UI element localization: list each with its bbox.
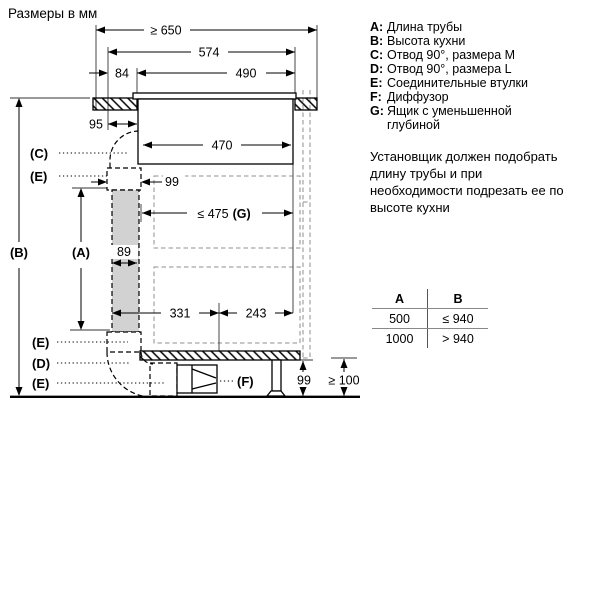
- svg-text:331: 331: [170, 307, 191, 321]
- legend-item-d: D:Отвод 90°, размера L: [370, 62, 512, 76]
- installer-note: Установщик должен подобрать длину трубы …: [370, 148, 600, 216]
- svg-text:243: 243: [246, 307, 267, 321]
- legend-item-a: A:Длина трубы: [370, 20, 463, 34]
- svg-text:490: 490: [236, 67, 257, 81]
- table-row: 500 ≤ 940: [372, 309, 488, 329]
- base-shelf: [139, 350, 301, 361]
- pipe-a: [111, 189, 140, 333]
- structure: [92, 92, 318, 397]
- svg-text:574: 574: [199, 46, 220, 60]
- drawer-g-outline: [153, 175, 301, 249]
- table-header-row: A B: [372, 289, 488, 309]
- label-e-1: (E): [30, 169, 47, 184]
- svg-text:≤ 475(G): ≤ 475(G): [197, 207, 250, 221]
- dim-pipe-width: 89: [111, 245, 138, 267]
- label-f: (F): [237, 374, 254, 389]
- svg-text:(B): (B): [10, 245, 28, 260]
- dim-drawer-max-depth: ≤ 475(G): [142, 207, 293, 221]
- note-line: Установщик должен подобрать: [370, 149, 558, 164]
- legend-item-b: B:Высота кухни: [370, 34, 466, 48]
- dim-side-offset: 84: [89, 67, 129, 81]
- note-line: длину трубы и при: [370, 166, 483, 181]
- legend-item-c: C:Отвод 90°, размера M: [370, 48, 516, 62]
- counter-right: [294, 97, 318, 111]
- dim-hob-inner-width: 470: [143, 139, 291, 153]
- legend-item-f: F:Диффузор: [370, 90, 449, 104]
- dim-plinth-height: 99: [294, 361, 314, 396]
- duct-assembly: [106, 130, 178, 398]
- hob-body: [137, 98, 294, 165]
- dim-appliance-width: 574: [108, 46, 295, 60]
- plinth-leg: [271, 359, 282, 392]
- table-cell-a2: 1000: [385, 332, 414, 346]
- svg-text:≥ 650: ≥ 650: [150, 24, 181, 38]
- dim-cutout-width: 490: [137, 67, 295, 81]
- counter-left: [92, 97, 138, 111]
- svg-text:89: 89: [117, 245, 131, 259]
- cabinet-outline: [153, 90, 311, 359]
- label-d: (D): [32, 356, 50, 371]
- dim-right-span: 243: [219, 307, 293, 321]
- sleeve-e-top: [106, 167, 142, 191]
- label-c: (C): [30, 146, 48, 161]
- dim-kitchen-height-b: (B): [4, 98, 34, 396]
- bend-d-outer: [106, 351, 153, 398]
- dim-niche-min-width: ≥ 650: [96, 24, 317, 38]
- svg-text:99: 99: [297, 374, 311, 388]
- label-e-3: (E): [32, 376, 49, 391]
- svg-text:470: 470: [212, 139, 233, 153]
- label-e-2: (E): [32, 335, 49, 350]
- svg-text:≥ 100: ≥ 100: [328, 374, 359, 388]
- diffuser-f: [176, 364, 218, 394]
- drawer-lower-outline: [153, 266, 301, 344]
- table-row: 1000 > 940: [372, 329, 488, 348]
- table-cell-a1: 500: [389, 312, 410, 326]
- table-cell-b1: ≤ 940: [427, 309, 488, 328]
- bend-c-upper: [109, 130, 140, 168]
- dim-duct-top-offset: 95: [89, 118, 137, 132]
- dim-floor-min-clearance: ≥ 100: [325, 359, 363, 396]
- size-table: A B 500 ≤ 940 1000 > 940: [372, 289, 488, 348]
- note-line: необходимости подрезать ее по: [370, 183, 564, 198]
- note-line: высоте кухни: [370, 200, 450, 215]
- dim-sleeve-width: 99: [91, 174, 185, 189]
- svg-text:95: 95: [89, 118, 103, 132]
- svg-text:99: 99: [165, 175, 179, 189]
- dimensions: ≥ 650 574 84 490: [4, 24, 363, 396]
- table-header-a: A: [394, 292, 405, 306]
- legend-item-g: G:Ящик с уменьшенной глубиной: [370, 104, 512, 132]
- hob-top-plate: [132, 92, 297, 100]
- extension-lines: [10, 25, 357, 361]
- legend: A:Длина трубы B:Высота кухни C:Отвод 90°…: [370, 20, 594, 132]
- svg-text:84: 84: [115, 67, 129, 81]
- dim-left-span: 331: [112, 307, 219, 321]
- table-cell-b2: > 940: [427, 329, 488, 348]
- svg-text:(A): (A): [72, 245, 90, 260]
- dim-pipe-length-a: (A): [66, 188, 96, 330]
- table-header-b: B: [427, 289, 488, 308]
- part-labels: (C) (E) (E) (D) (E) (F): [30, 146, 254, 391]
- page-title: Размеры в мм: [8, 6, 98, 21]
- sleeve-e-horizontal: [149, 362, 178, 397]
- leg-foot: [265, 390, 287, 397]
- legend-item-e: E:Соединительные втулки: [370, 76, 529, 90]
